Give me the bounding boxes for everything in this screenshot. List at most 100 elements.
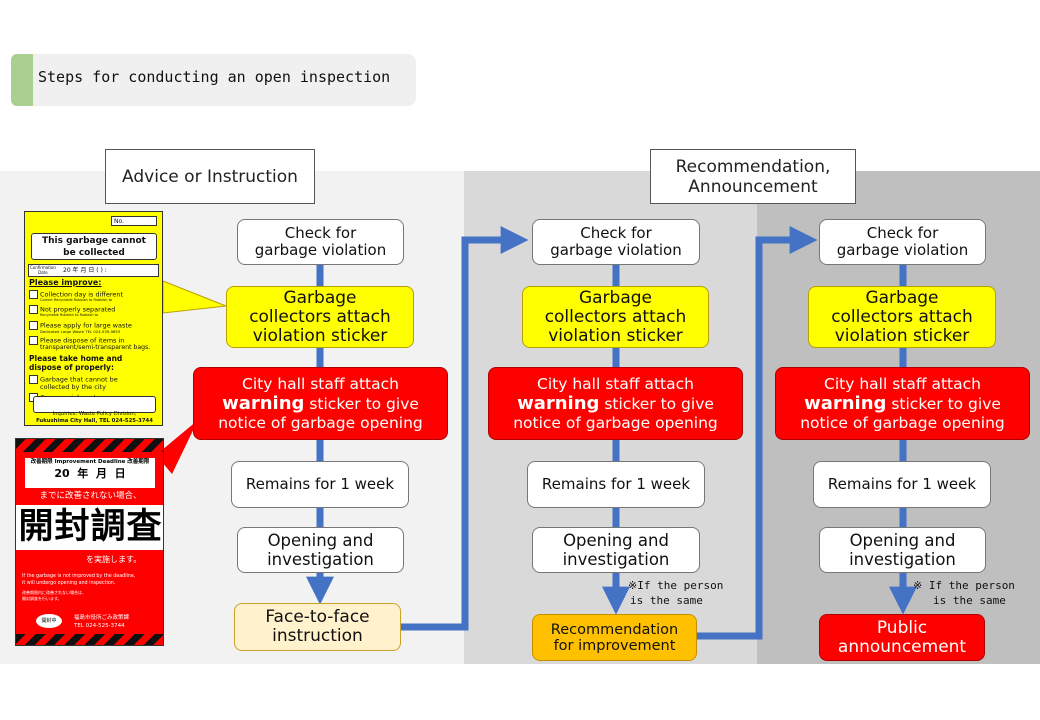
step-collectors-1: Garbage collectors attach violation stic… (226, 286, 414, 348)
note-same-person-2: ※ If the person is the same (913, 578, 1015, 608)
step-opening-text-2: investigation (849, 550, 956, 569)
sticker-item-3-text: Please apply for large waste (40, 321, 132, 330)
warning-word: warning (804, 392, 887, 414)
step-remains-2: Remains for 1 week (527, 461, 705, 508)
checkbox-icon (29, 321, 38, 330)
sticker-item-4-text-2: transparent/semi-transparent bags. (40, 344, 151, 351)
warning-sticker-image: 改善期限 Improvement Deadline 改善期限 20 年 月 日 … (15, 438, 164, 646)
step-staff-text-1: City hall staff attach (824, 374, 981, 393)
step-check-text-1: Check for (866, 224, 939, 242)
deadline-box: 改善期限 Improvement Deadline 改善期限 20 年 月 日 (25, 458, 155, 488)
office-name: 福島市役所ごみ政策課 (74, 615, 130, 621)
checkbox-icon (29, 375, 38, 384)
checkbox-icon (29, 290, 38, 299)
english-notice-2: it will undergo opening and inspection. (22, 581, 116, 586)
english-notice-1: If the garbage is not improved by the de… (22, 574, 136, 579)
step-staff-text-2b: sticker to give (886, 394, 1001, 413)
sticker-item-2-text: Not properly separated (40, 305, 116, 314)
sticker-item-3: Please apply for large waste (29, 321, 132, 330)
sticker-item-1-text: Collection day is different (40, 290, 124, 299)
step-staff-text-2b: sticker to give (599, 394, 714, 413)
step-check-text-2: garbage violation (836, 241, 969, 259)
sticker-date-row: Confirmation Date 20 年 月 日 ( ) : (28, 264, 159, 277)
note-same-text-1: ※ If the person (913, 579, 1015, 592)
step-collectors-2: Garbage collectors attach violation stic… (522, 286, 709, 348)
sticker-confirm-1: Confirmation (30, 265, 56, 270)
outcome-recommendation: Recommendation for improvement (532, 614, 697, 661)
office-contact: 福島市役所ごみ政策課 TEL 024-525-3744 (74, 614, 129, 630)
step-remains-text: Remains for 1 week (245, 475, 395, 493)
open-inspection-heading: 開封調査 (16, 505, 163, 550)
step-opening-1: Opening and investigation (237, 527, 404, 573)
step-staff-3: City hall staff attach warning sticker t… (775, 367, 1030, 440)
step-collectors-text-2: collectors attach (249, 306, 391, 327)
phase-recommendation-text-2: Announcement (688, 176, 818, 197)
sticker-item-5-text-1: Garbage that cannot be (40, 375, 118, 384)
step-staff-text-1: City hall staff attach (242, 374, 399, 393)
step-opening-text-1: Opening and (563, 531, 669, 550)
phase-recommendation-text-1: Recommendation, (675, 156, 831, 177)
step-remains-text: Remains for 1 week (541, 475, 691, 493)
step-opening-text-1: Opening and (267, 531, 374, 550)
warning-word: warning (222, 392, 305, 414)
sticker-take-home-1: Please take home and (29, 354, 123, 363)
hazard-stripe-bottom (16, 634, 163, 645)
arrow-face-to-recommend-phase (401, 226, 529, 631)
note-same-text-1: ※If the person (628, 579, 724, 592)
step-staff-text-1: City hall staff attach (537, 374, 694, 393)
checkbox-icon (29, 305, 38, 314)
sticker-no-field: No. (111, 216, 157, 226)
japanese-small-1: 改善期限内に改善されない場合は、 (22, 590, 86, 595)
sticker-item-4-text-1: Please dispose of items in (40, 336, 125, 345)
step-collectors-text-2: collectors attach (831, 306, 973, 327)
header-banner (11, 54, 416, 106)
step-staff-text-2: warning sticker to give (222, 394, 419, 414)
sticker-title-1: This garbage cannot (42, 236, 146, 246)
step-collectors-text-1: Garbage (865, 287, 939, 308)
step-staff-text-2b: sticker to give (304, 394, 419, 413)
hazard-stripe-top (16, 439, 163, 452)
japanese-small-2: 開封調査を行います。 (22, 596, 62, 601)
sticker-footer: Inquiries: Waste Policy Division, Fukush… (25, 411, 164, 424)
outcome-recommend-text-2: for improvement (553, 637, 676, 654)
sticker-footer-2: Fukushima City Hall, TEL 024-525-3744 (36, 417, 153, 424)
warning-word: warning (517, 392, 600, 414)
step-collectors-text-3: violation sticker (834, 325, 970, 346)
sticker-title-box: This garbage cannot be collected (31, 233, 157, 260)
step-collectors-text-3: violation sticker (548, 325, 683, 346)
step-remains-text: Remains for 1 week (827, 475, 977, 493)
note-same-text-2: is the same (933, 594, 1006, 607)
step-staff-text-2: warning sticker to give (804, 394, 1001, 414)
step-staff-text-3: notice of garbage opening (513, 413, 718, 432)
sticker-footer-1: Inquiries: Waste Policy Division, (52, 411, 137, 417)
phase-label-recommendation: Recommendation, Announcement (650, 149, 856, 204)
step-check-text-2: garbage violation (254, 241, 387, 259)
outcome-face-text-2: instruction (272, 626, 363, 646)
until-text: までに改善されない場合、 (39, 491, 142, 501)
english-notice: If the garbage is not improved by the de… (22, 573, 135, 587)
sticker-title-2: be collected (63, 248, 125, 258)
sticker-item-5-text-2: collected by the city (40, 383, 107, 391)
sticker-item-2: Not properly separated (29, 305, 115, 314)
sticker-item-4: Please dispose of items in (29, 336, 124, 345)
outcome-recommend-text-1: Recommendation (550, 621, 679, 638)
city-seal-icon: 開封中 (36, 614, 62, 628)
phase-label-advice: Advice or Instruction (105, 149, 315, 204)
page-title: Steps for conducting an open inspection (38, 68, 391, 86)
japanese-small-notice: 改善期限内に改善されない場合は、 開封調査を行います。 (22, 590, 86, 602)
violation-sticker-image: No. This garbage cannot be collected Con… (24, 211, 163, 426)
sticker-confirm-2: Date (38, 270, 48, 275)
step-opening-text-1: Opening and (849, 531, 956, 550)
sticker-notes-box (33, 396, 156, 413)
step-collectors-text-3: violation sticker (252, 325, 388, 346)
sticker-date: 20 年 月 日 ( ) : (63, 267, 107, 274)
step-check-1: Check for garbage violation (237, 219, 404, 265)
header-accent-bar (11, 54, 33, 106)
phase-advice-text: Advice or Instruction (122, 166, 298, 187)
step-collectors-3: Garbage collectors attach violation stic… (808, 286, 996, 348)
step-opening-text-2: investigation (267, 550, 374, 569)
outcome-public-text-1: Public (876, 617, 928, 638)
outcome-public-text-2: announcement (837, 636, 967, 657)
step-check-2: Check for garbage violation (532, 219, 700, 265)
yellow-sticker-callout (162, 280, 227, 314)
